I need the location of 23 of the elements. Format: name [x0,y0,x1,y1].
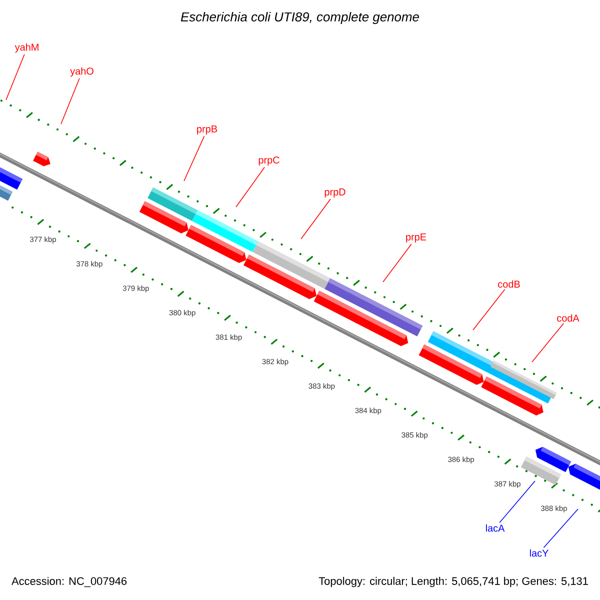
genome-info-text: Topology: circular; Length: 5,065,741 bp; Genes: 5,131 [318,576,588,588]
gene-label: codA [557,314,580,322]
leader-line [382,244,412,282]
leader-line [60,78,80,124]
gene-label: codB [498,280,520,288]
gene-label: yahM [14,43,38,53]
leader-line [543,508,578,548]
gene-label: prpC [258,156,280,166]
accession-text: Accession: NC_007946 [12,576,127,588]
gene-label: prpD [324,188,346,198]
leader-line [472,288,506,330]
leader-line [236,166,265,208]
title: Escherichia coli UTI89, complete genome [180,12,419,24]
gene-label: yahO [70,67,94,77]
gene-label: lacA [486,524,505,532]
leader-line [184,136,205,182]
leader-line [6,54,25,100]
leader-line [499,480,536,524]
gene-label: prpE [406,234,426,242]
gene-label: prpB [197,126,217,134]
leader-line [532,322,564,362]
leader-line [300,198,331,240]
gene-label: lacY [530,549,548,557]
